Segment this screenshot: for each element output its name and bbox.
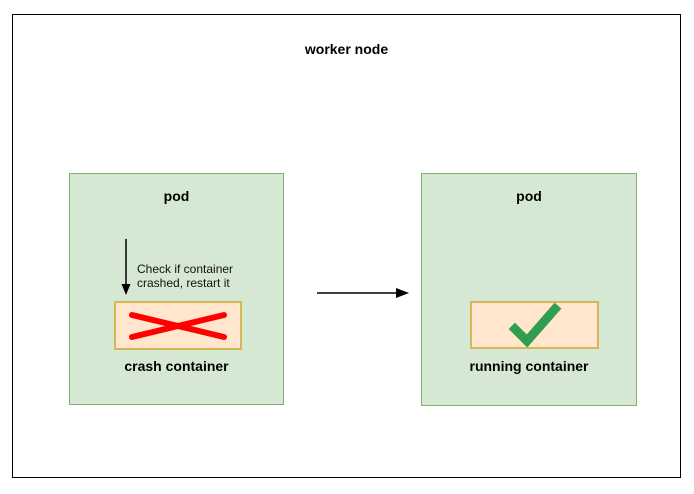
annotation-text: Check if container crashed, restart it xyxy=(137,262,233,290)
crash-container-label: crash container xyxy=(124,358,229,374)
diagram-title: worker node xyxy=(304,41,389,57)
running-container-box xyxy=(470,301,599,349)
annotation-line-2: crashed, restart it xyxy=(137,276,230,290)
worker-node-boundary: worker node pod Check if container crash… xyxy=(12,14,681,478)
flow-arrow-icon xyxy=(317,288,409,298)
green-check-icon xyxy=(508,303,561,347)
down-arrow-icon xyxy=(121,239,131,295)
running-container-label: running container xyxy=(469,358,589,374)
pod-label: pod xyxy=(516,188,542,204)
red-x-icon xyxy=(129,311,227,340)
pod-crash: pod Check if container crashed, restart … xyxy=(69,173,284,405)
pod-label: pod xyxy=(163,188,190,204)
annotation-line-1: Check if container xyxy=(137,262,234,276)
crash-container-box xyxy=(114,301,242,350)
pod-running: pod running container xyxy=(421,173,637,406)
